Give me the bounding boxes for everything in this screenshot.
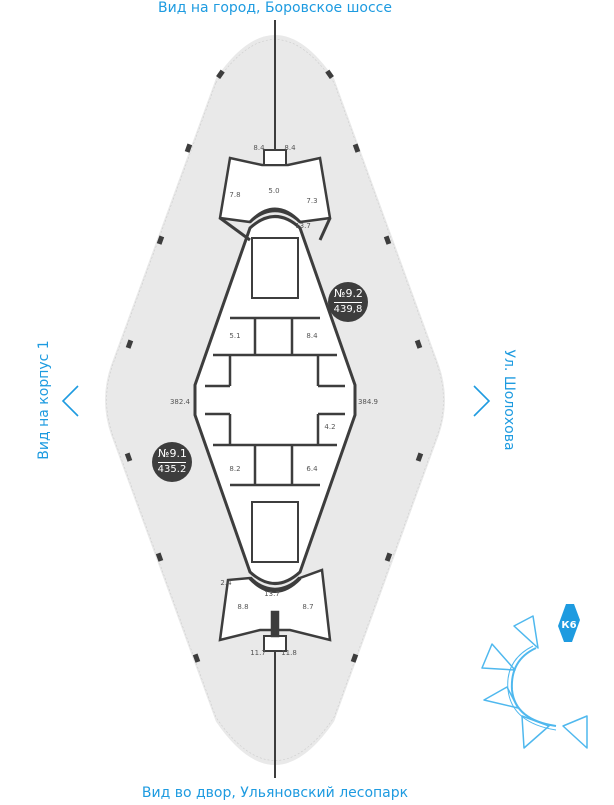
bottom-unit (218, 568, 332, 652)
exterior-walls (124, 69, 424, 663)
room-area: 8.2 (229, 465, 240, 473)
room-area: 11.7 (250, 649, 266, 657)
room-area: 8.7 (302, 603, 313, 611)
room-area: 8.4 (253, 144, 265, 152)
room-area: 8.4 (284, 144, 296, 152)
chevron-right-icon[interactable] (470, 384, 492, 418)
apartment-area: 435.2 (157, 464, 187, 475)
room-area: 7.8 (229, 191, 240, 199)
room-area: 2.4 (220, 579, 232, 587)
room-area: 13.7 (264, 590, 280, 598)
room-area: 7.3 (306, 197, 317, 205)
apartment-area: 439,8 (333, 304, 363, 315)
view-label-top: Вид на город, Боровское шоссе (157, 0, 392, 16)
room-area: 382.4 (170, 398, 191, 406)
apartment-badge[interactable]: №9.2 439,8 (328, 282, 368, 322)
room-area: 8.8 (237, 603, 248, 611)
room-area: 6.4 (306, 465, 318, 473)
building-label: К6 (561, 620, 576, 631)
room-area: 11.8 (281, 649, 297, 657)
room-area: 13.7 (295, 222, 311, 230)
room-area: 4.2 (324, 423, 335, 431)
interior-walls (205, 237, 345, 563)
building-key-map: К6 (481, 604, 588, 749)
view-label-bottom: Вид во двор, Ульяновский лесопарк (141, 785, 409, 801)
room-area: 8.4 (306, 332, 318, 340)
room-area: 5.0 (268, 187, 279, 195)
room-area: 5.1 (229, 332, 240, 340)
chevron-left-icon[interactable] (60, 384, 82, 418)
apartment-badge[interactable]: №9.1 435.2 (152, 442, 192, 482)
apartment-number: №9.2 (334, 287, 363, 303)
apartment-number: №9.1 (158, 447, 187, 463)
room-area: 384.9 (358, 398, 378, 406)
top-unit (218, 149, 332, 242)
building-badge (558, 604, 580, 642)
